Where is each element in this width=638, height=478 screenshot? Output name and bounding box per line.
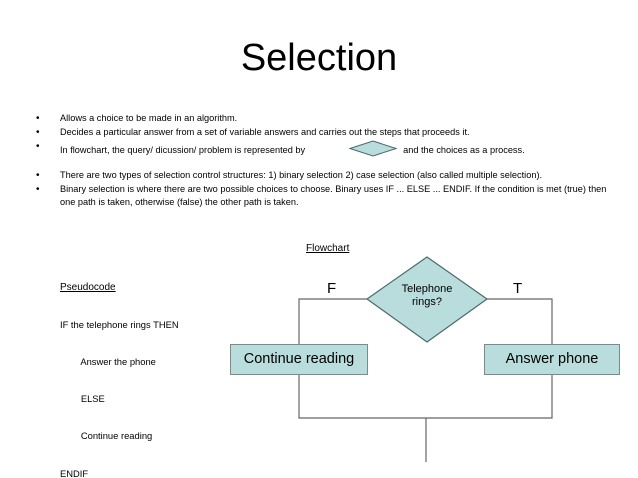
decision-label: Telephone rings? [372,283,482,309]
page-title: Selection [240,37,398,79]
decision-label-line2: rings? [412,296,442,308]
list-item-text: Decides a particular answer from a set o… [60,127,470,138]
list-item: • Decides a particular answer from a set… [30,126,610,139]
pseudocode-line: ELSE [60,393,105,405]
process-box-answer-phone: Answer phone [484,344,620,375]
bullet-marker-icon: • [36,141,40,153]
bullet-marker-icon: • [36,113,40,124]
bullet-marker-icon: • [36,127,40,139]
bullet-marker-icon: • [36,169,40,181]
branch-label-true: T [513,280,523,297]
flowchart-heading: Flowchart [306,243,350,254]
decision-label-line1: Telephone [401,283,453,295]
pseudocode-heading: Pseudocode [60,282,116,293]
list-item: • Allows a choice to be made in an algor… [30,112,610,125]
connector-merge [298,375,553,419]
decision-diamond-shape [365,256,489,343]
list-item-text: Binary selection is where there are two … [60,183,607,208]
list-item-text-before: In flowchart, the query/ dicussion/ prob… [60,145,306,156]
branch-label-false: F [327,280,337,297]
bullet-marker-icon: • [36,183,40,195]
pseudocode-line: IF the telephone rings THEN [60,318,179,330]
list-item: • Binary selection is where there are tw… [30,183,610,209]
connector-true-branch [487,298,553,344]
pseudocode-block: IF the telephone rings THEN Answer the p… [60,294,179,478]
pseudocode-line: Answer the phone [60,356,156,368]
pseudocode-line: ENDIF [60,467,89,478]
connector-false-branch [298,298,367,344]
pseudocode-line: Continue reading [60,430,153,442]
list-item-text: There are two types of selection control… [60,169,543,180]
list-item: • In flowchart, the query/ dicussion/ pr… [30,140,610,157]
list-item-text: In flowchart, the query/ dicussion/ prob… [60,140,610,157]
list-item: • There are two types of selection contr… [30,169,610,182]
process-box-continue-reading: Continue reading [230,344,368,375]
list-item-text-after: and the choices as a process. [403,145,525,156]
decision-diamond-icon [349,140,398,157]
list-item-text: Allows a choice to be made in an algorit… [60,113,238,123]
bullet-list: • Allows a choice to be made in an algor… [30,112,610,210]
